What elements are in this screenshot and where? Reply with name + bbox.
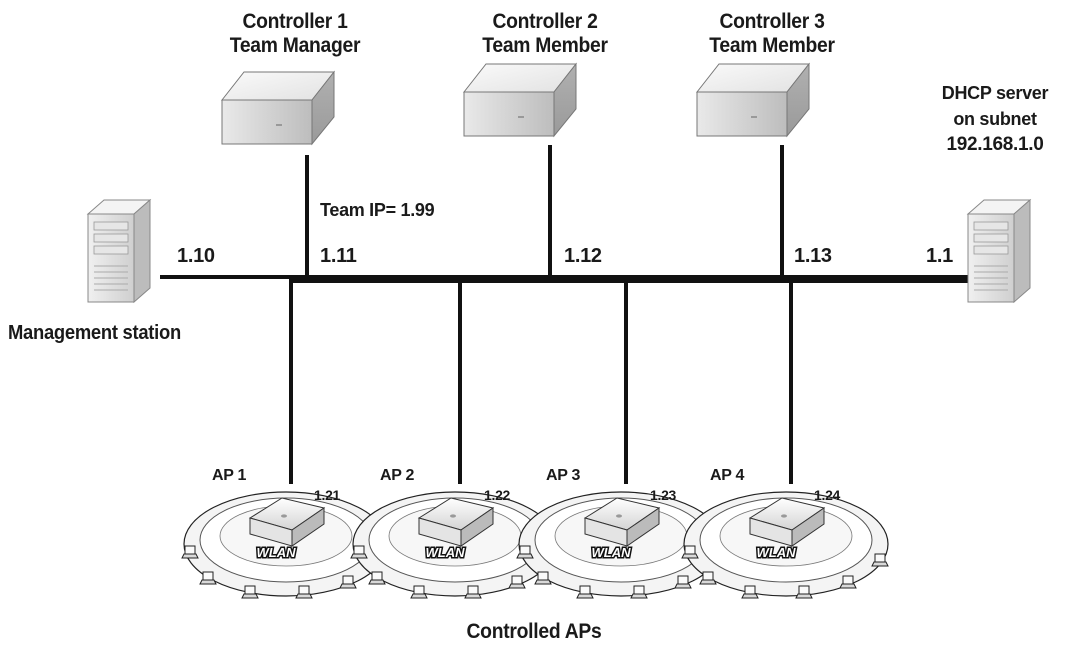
ap-1-ip: 1.21	[314, 487, 341, 503]
management-station-server	[87, 199, 151, 303]
controller-1-role: Team Manager	[229, 34, 361, 57]
ap-2-name: AP 2	[380, 467, 415, 484]
ap-4-name: AP 4	[710, 467, 745, 484]
controller-3-ip: 1.13	[794, 245, 832, 267]
controlled-aps-caption: Controlled APs	[466, 620, 602, 643]
controller-3-device	[696, 63, 810, 137]
controller-2-title: Controller 2 Team Member	[476, 10, 614, 58]
ap-1-wlan-label: WLAN	[257, 545, 297, 560]
controller-3-name: Controller 3	[719, 10, 825, 33]
ap-4-ip: 1.24	[814, 487, 841, 503]
controller-2-role: Team Member	[482, 34, 608, 57]
controller-1-title: Controller 1 Team Manager	[226, 10, 364, 58]
controller-2-name: Controller 2	[492, 10, 598, 33]
dhcp-server-label: DHCP server on subnet 192.168.1.0	[930, 80, 1060, 158]
network-links	[160, 145, 968, 484]
controller-2-device	[463, 63, 577, 137]
ap-4-wlan-label: WLAN	[757, 545, 797, 560]
management-station-ip: 1.10	[177, 245, 215, 267]
ap-2-ip: 1.22	[484, 487, 511, 503]
controller-1-ip: 1.11	[320, 245, 357, 267]
dhcp-server-line3: 192.168.1.0	[946, 134, 1044, 155]
controller-1-device	[221, 71, 335, 145]
ap-3-wlan-label: WLAN	[592, 545, 632, 560]
ap-1-name: AP 1	[212, 467, 247, 484]
controller-1-name: Controller 1	[242, 10, 348, 33]
management-station-label: Management station	[8, 322, 181, 344]
dhcp-server-ip: 1.1	[926, 245, 953, 267]
ap-3-name: AP 3	[546, 467, 581, 484]
dhcp-server-line2: on subnet	[953, 109, 1037, 129]
ap-2-wlan-label: WLAN	[426, 545, 466, 560]
team-ip-label: Team IP= 1.99	[320, 200, 435, 220]
ap-3-ip: 1.23	[650, 487, 677, 503]
controller-2-ip: 1.12	[564, 245, 602, 267]
dhcp-server	[967, 199, 1031, 303]
controller-3-role: Team Member	[709, 34, 835, 57]
dhcp-server-line1: DHCP server	[941, 83, 1049, 103]
controller-3-title: Controller 3 Team Member	[703, 10, 841, 58]
